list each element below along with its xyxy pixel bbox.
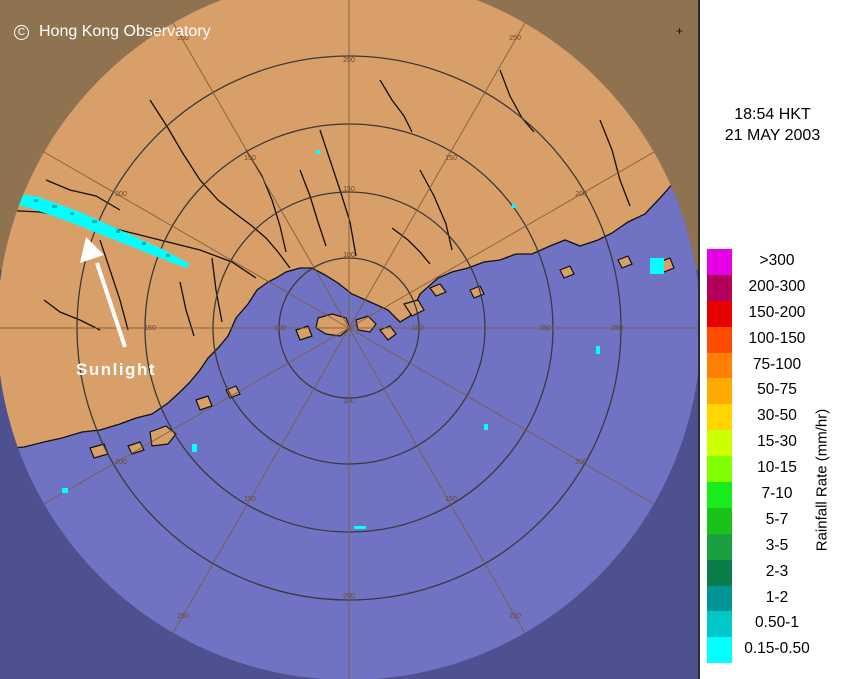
sunlight-label: Sunlight (76, 360, 156, 379)
legend-label: 50-75 (757, 381, 797, 399)
range-label: 150 (539, 325, 551, 332)
legend-swatch (707, 637, 732, 664)
sunlight-echo-band (14, 194, 190, 268)
timestamp-time: 18:54 HKT (734, 106, 811, 123)
range-label: 150 (343, 186, 355, 193)
legend-label: 0.15-0.50 (744, 640, 810, 658)
islands (89, 255, 675, 459)
legend-label: 0.50-1 (755, 614, 799, 632)
legend-label: 10-15 (757, 459, 797, 477)
range-label: 200 (575, 191, 587, 198)
echo-cell (596, 346, 600, 354)
legend-swatch (707, 456, 732, 483)
legend-swatch (707, 611, 732, 638)
legend-swatch (707, 300, 732, 327)
legend-swatch (707, 352, 732, 379)
legend-label: 75-100 (752, 355, 802, 373)
echo-cell (192, 444, 197, 452)
legend-label: 1-2 (765, 588, 789, 606)
range-label: 150 (244, 496, 256, 503)
legend-label: 200-300 (748, 277, 806, 295)
range-label: 150 (445, 496, 457, 503)
legend-swatch (707, 507, 732, 534)
range-label: 150 (445, 155, 457, 162)
range-label: 150 (244, 155, 256, 162)
copyright-text: Hong Kong Observatory (39, 23, 211, 40)
river-mouth (252, 284, 272, 336)
range-label: 250 (177, 35, 189, 42)
range-label: 250 (509, 613, 521, 620)
legend-axis-label-wrap: Rainfall Rate (mm/hr) (812, 409, 832, 552)
copyright-icon: C (14, 24, 29, 40)
range-label: 200 (343, 57, 355, 64)
timestamp: 18:54 HKT 21 MAY 2003 (700, 104, 843, 146)
sunlight-arrow (80, 237, 127, 348)
range-label: 250 (177, 613, 189, 620)
legend-swatch (707, 430, 732, 457)
echo-cell (484, 424, 488, 430)
range-label: 250 (611, 325, 623, 332)
legend-swatch (707, 274, 732, 301)
sunlight-echo-dots (34, 199, 170, 257)
legend-swatch (707, 533, 732, 560)
echo-cell (354, 526, 366, 529)
legend-label: 15-30 (757, 433, 797, 451)
range-label: 100 (343, 252, 355, 259)
timestamp-date: 21 MAY 2003 (724, 127, 821, 144)
side-panel: 18:54 HKT 21 MAY 2003 >300 200-300 150-200… (698, 0, 843, 679)
legend-swatch (707, 559, 732, 586)
legend-swatch (707, 378, 732, 405)
range-label: 200 (575, 459, 587, 466)
range-ring-labels: 100 100 100 100 150 150 150 150 150 150 … (115, 35, 623, 620)
legend-swatch (707, 404, 732, 431)
range-label: 200 (115, 459, 127, 466)
copyright-notice: C Hong Kong Observatory (14, 23, 211, 41)
rain-echoes (14, 150, 664, 529)
range-label: 250 (509, 35, 521, 42)
legend-swatch (707, 585, 732, 612)
range-label: 100 (274, 325, 286, 332)
legend-label: 2-3 (765, 562, 789, 580)
legend-label: 30-50 (757, 407, 797, 425)
legend-label: >300 (759, 252, 795, 269)
legend-swatch (707, 249, 732, 275)
echo-cell (316, 150, 320, 154)
legend-axis-label: Rainfall Rate (mm/hr) (813, 408, 831, 552)
echo-cell (62, 488, 68, 493)
echo-cell (512, 204, 516, 208)
legend-label: 150-200 (748, 303, 806, 321)
legend-label: 100-150 (748, 329, 806, 347)
radial-lines (0, 0, 700, 679)
range-label: 100 (343, 398, 355, 405)
legend-label: 7-10 (761, 485, 793, 503)
map-marker-plus: + (676, 24, 683, 38)
legend-swatch (707, 326, 732, 353)
range-label: 150 (144, 325, 156, 332)
radar-map: 100 100 100 100 150 150 150 150 150 150 … (0, 0, 700, 679)
range-label: 200 (115, 191, 127, 198)
legend-label: 5-7 (765, 510, 789, 528)
range-label: 100 (412, 325, 424, 332)
echo-cell (650, 258, 664, 274)
range-label: 200 (343, 593, 355, 600)
legend-label: 3-5 (765, 536, 789, 554)
legend-swatch (707, 482, 732, 508)
